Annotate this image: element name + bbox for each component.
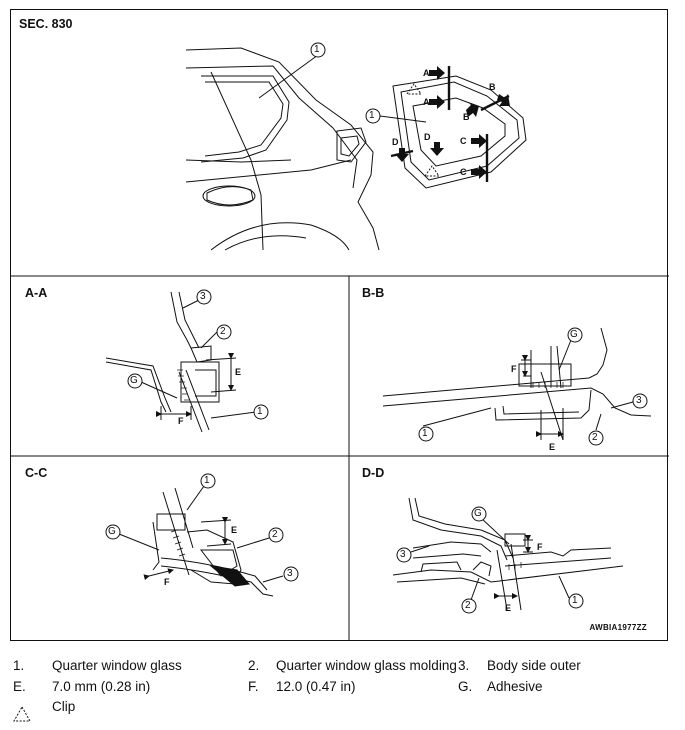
dimension-f: F: [178, 416, 184, 426]
legend-text-f: 12.0 (0.47 in): [276, 679, 356, 694]
view-label-cc: C-C: [25, 466, 48, 480]
section-cc-drawing: [118, 485, 284, 597]
callout-g: G: [474, 508, 482, 519]
callout-2: 2: [592, 432, 598, 443]
legend-text-e: 7.0 mm (0.28 in): [52, 679, 151, 694]
legend-text-clip: Clip: [52, 699, 76, 714]
callout-g: G: [130, 375, 138, 386]
cut-label-c: C: [460, 167, 467, 177]
callout-1: 1: [369, 110, 375, 121]
cut-label-d: D: [424, 132, 431, 142]
callout-g: G: [108, 526, 116, 537]
legend: 1. Quarter window glass 2. Quarter windo…: [0, 650, 685, 730]
cut-label-b: B: [463, 112, 470, 122]
section-aa-drawing: [105, 291, 257, 433]
callout-3: 3: [200, 291, 206, 302]
legend-text-1: Quarter window glass: [52, 658, 182, 673]
callout-2: 2: [272, 529, 278, 540]
cut-label-a: A: [423, 97, 430, 107]
cut-label-a: A: [423, 68, 430, 78]
cut-label-c: C: [460, 136, 467, 146]
section-dd-drawing: [392, 497, 624, 611]
callout-1: 1: [572, 595, 578, 606]
dimension-e: E: [505, 603, 512, 613]
quarter-glass: [392, 75, 527, 189]
callout-2: 2: [465, 600, 471, 611]
dimension-e: E: [235, 367, 242, 377]
legend-key-1: 1.: [13, 658, 25, 673]
callout-1: 1: [204, 475, 210, 486]
diagram-frame: SEC. 830 A-A B-B C-C D-D 1 1 3 2 G 1 G 3…: [10, 9, 669, 641]
callout-g: G: [570, 329, 578, 340]
callout-3: 3: [400, 549, 406, 560]
legend-key-g: G.: [458, 679, 473, 694]
dimension-e: E: [549, 442, 556, 452]
section-arrows: [395, 66, 510, 179]
callout-3: 3: [287, 568, 293, 579]
view-label-bb: B-B: [362, 286, 385, 300]
dimension-e: E: [231, 525, 238, 535]
legend-key-2: 2.: [248, 658, 260, 673]
car-rear-quarter: [185, 47, 380, 251]
cut-label-d: D: [392, 137, 399, 147]
dimension-f: F: [537, 542, 543, 552]
callout-1: 1: [422, 428, 428, 439]
section-label: SEC. 830: [19, 17, 73, 31]
figure-code: AWBIA1977ZZ: [589, 623, 647, 632]
callout-1: 1: [257, 406, 263, 417]
view-label-dd: D-D: [362, 466, 385, 480]
legend-key-f: F.: [248, 679, 259, 694]
callout-1: 1: [314, 44, 320, 55]
legend-key-3: 3.: [458, 658, 470, 673]
legend-text-2: Quarter window glass molding: [276, 658, 457, 673]
callout-3: 3: [636, 395, 642, 406]
dimension-f: F: [164, 577, 170, 587]
callout-2: 2: [220, 326, 226, 337]
dimension-f: F: [511, 364, 517, 374]
view-label-aa: A-A: [25, 286, 48, 300]
diagram-drawing: [11, 42, 669, 640]
section-bb-drawing: [382, 327, 652, 441]
legend-text-3: Body side outer: [487, 658, 581, 673]
cut-label-b: B: [489, 82, 496, 92]
legend-key-e: E.: [13, 679, 26, 694]
legend-text-g: Adhesive: [487, 679, 543, 694]
dashed-triangle-icon: [13, 705, 31, 722]
